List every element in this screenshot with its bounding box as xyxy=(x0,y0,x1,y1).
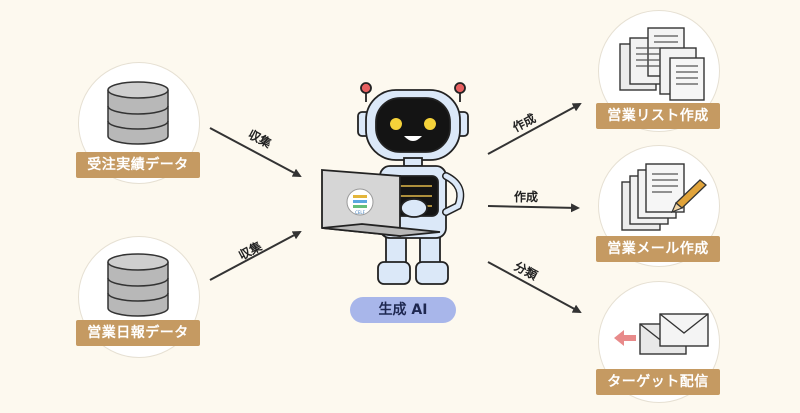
arrow-label-create-mid: 作成 xyxy=(514,190,539,204)
generative-ai-pill: 生成 AI xyxy=(350,297,456,323)
output-label-sales-email: 営業メール作成 xyxy=(596,236,720,262)
arrow-classify xyxy=(487,261,582,313)
database-icon xyxy=(107,81,169,145)
database-icon xyxy=(107,253,169,317)
laptop-logo-text: CELF xyxy=(355,210,366,215)
document-stack-icon xyxy=(619,27,705,101)
arrow-collect-top xyxy=(209,127,302,177)
output-label-target-delivery: ターゲット配信 xyxy=(596,369,720,395)
arrow-collect-bottom xyxy=(209,231,302,281)
output-label-sales-list: 営業リスト作成 xyxy=(596,103,720,129)
arrow-create-mid xyxy=(487,203,580,213)
laptop-logo-icon: CELF xyxy=(353,195,367,215)
arrow-create-top xyxy=(487,103,582,155)
source-label-sales-records: 受注実績データ xyxy=(76,152,200,178)
envelope-icon xyxy=(614,313,709,355)
source-label-daily-reports: 営業日報データ xyxy=(76,320,200,346)
writing-icon xyxy=(621,163,707,231)
robot-illustration xyxy=(321,82,469,285)
